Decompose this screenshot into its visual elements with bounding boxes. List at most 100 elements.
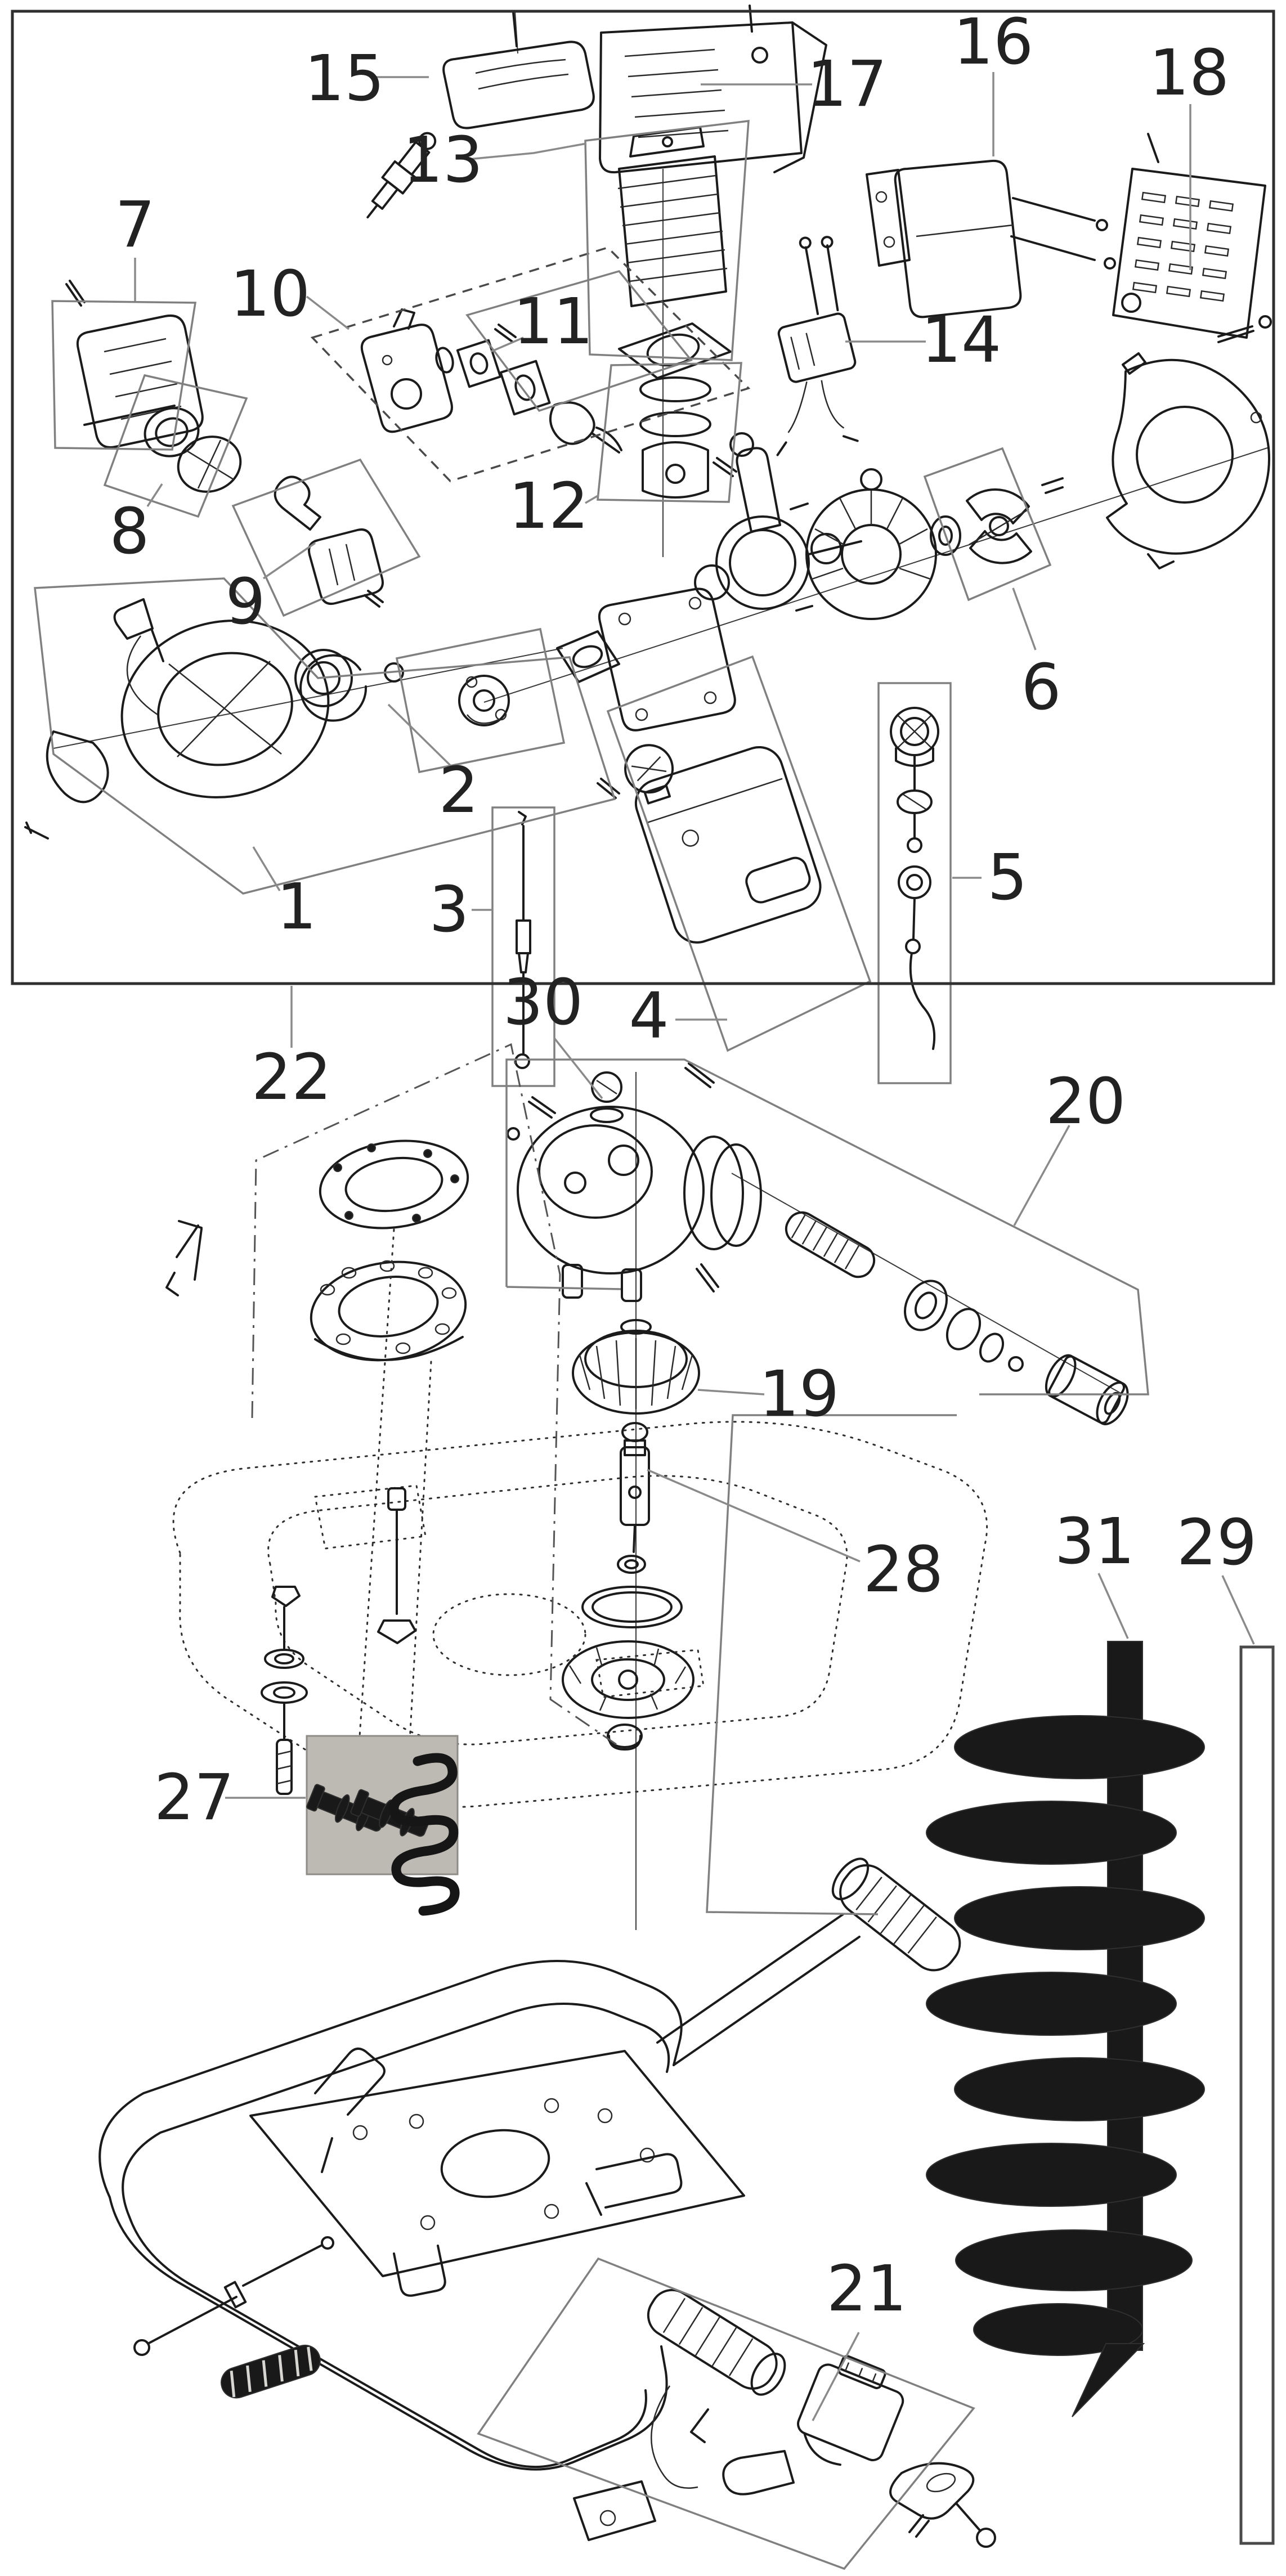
part-13-leader-line (468, 142, 587, 160)
panel-starter-1 (34, 577, 616, 895)
part-3-label: 3 (429, 873, 469, 946)
part-9-leader-line (263, 542, 316, 580)
part-21-leader-line (812, 2332, 860, 2421)
part-1-leader-line (252, 846, 281, 891)
part-1-label: 1 (276, 870, 316, 944)
gearhead-group (165, 1062, 1129, 1762)
engine-exploded-group (24, 5, 1272, 1069)
panel-filter-elems-8 (103, 374, 248, 518)
part-28-label: 28 (863, 1533, 944, 1606)
handlebar-grip (831, 1857, 961, 1972)
engine-box-rect (11, 10, 1275, 985)
panel-carburetor-10 (310, 246, 751, 482)
muffler (866, 159, 1116, 318)
panel-cap-kit-5 (877, 682, 952, 1084)
part-31-label: 31 (1055, 1505, 1135, 1578)
part-8-leader-line (146, 483, 163, 507)
part-22-label: 22 (252, 1041, 332, 1114)
part-9-label: 9 (225, 566, 265, 639)
part-5-label: 5 (987, 841, 1027, 914)
piston-and-rings (639, 376, 737, 499)
part-8-label: 8 (109, 495, 149, 568)
intake-insulator-gaskets (456, 324, 622, 454)
part-12-label: 12 (509, 470, 589, 543)
part-19-leader-line (697, 1389, 765, 1395)
panel-pawl-2 (395, 627, 566, 774)
choke-lever-and-screw (889, 2462, 996, 2548)
panel-primer-9 (231, 458, 421, 617)
throttle-switch-housing (797, 2355, 904, 2466)
ignition-coil (776, 236, 859, 456)
panel-insulator-11 (465, 270, 693, 412)
throttle-control-kit (647, 2288, 996, 2548)
cylinder-cover (442, 11, 595, 129)
filter-elements (144, 407, 242, 493)
recoil-starter-assembly (24, 598, 404, 840)
frame-and-handlebar (98, 1857, 961, 2541)
part-20-leader-line (1013, 1125, 1070, 1226)
part-18-label: 18 (1149, 37, 1230, 110)
return-spring (221, 2344, 321, 2399)
clutch-assembly (930, 477, 1064, 564)
part-12-leader-line (585, 494, 599, 504)
gearbox-housing (507, 1062, 762, 1302)
part-6-label: 6 (1021, 651, 1061, 724)
part-10-leader-line (306, 295, 350, 330)
flange-gaskets (165, 1139, 469, 1762)
auger-group (926, 1641, 1275, 2545)
part-7-label: 7 (115, 189, 155, 262)
part-29-label: 29 (1177, 1506, 1257, 1579)
fuel-tank (624, 744, 822, 944)
panel-throttle-21 (477, 2257, 975, 2570)
part-31-leader-line (1097, 1573, 1129, 1639)
part-21-label: 21 (827, 2252, 907, 2326)
part-11-label: 11 (513, 285, 594, 358)
part-19-label: 19 (759, 1358, 840, 1431)
part-14-label: 14 (921, 304, 1002, 377)
panel-fuel-tank-4 (606, 655, 872, 1052)
part-6-leader-line (1012, 587, 1037, 650)
part-20-label: 20 (1046, 1065, 1126, 1138)
auger-bit (926, 1641, 1205, 2417)
hardware-kit-photo (306, 1735, 460, 1916)
panel-gasket-zone-22 (251, 1043, 617, 1745)
panel-shaft-28 (706, 1414, 957, 1915)
panel-cylinder-13 (584, 120, 750, 361)
output-shaft-column (562, 1422, 694, 1751)
phantom-frame (172, 1421, 988, 1808)
panel-clutch-6 (923, 447, 1052, 602)
throttle-cable (514, 811, 531, 1069)
frame-mount-bolts (261, 1487, 416, 1795)
part-30-label: 30 (503, 966, 584, 1039)
part-2-leader-line (387, 703, 451, 766)
engine-section-border (11, 10, 1275, 985)
throttle-cable-lower (133, 2236, 334, 2356)
muffler-guard (1112, 133, 1266, 339)
muffler-cover (599, 5, 827, 174)
gearbox-cap-screw (590, 1071, 624, 1123)
starter-pawl-plate (458, 630, 620, 726)
panel-gearhead-20 (505, 1058, 1149, 1395)
part-15-label: 15 (304, 42, 385, 115)
carburetor (360, 308, 454, 433)
part-17-label: 17 (807, 48, 888, 121)
panel-gearhead-20b (506, 1286, 621, 1290)
primer-parts (274, 475, 384, 608)
fan-housing (1106, 315, 1272, 569)
part-28-leader-line (647, 1469, 861, 1563)
panel-cable-3 (491, 806, 555, 1087)
throttle-trigger (722, 2450, 795, 2496)
crankcase-and-crankshaft (598, 432, 862, 731)
panel-air-filter-7 (51, 300, 197, 451)
spark-plug (366, 132, 437, 219)
fuel-cap-filter-kit (890, 707, 939, 1050)
group-outline-panels (34, 120, 1149, 2570)
bevel-gear (572, 1319, 700, 1415)
frame-group (98, 1421, 996, 2548)
deck-plate (249, 2047, 745, 2297)
part-2-label: 2 (438, 754, 478, 827)
part-13-label: 13 (403, 124, 483, 197)
